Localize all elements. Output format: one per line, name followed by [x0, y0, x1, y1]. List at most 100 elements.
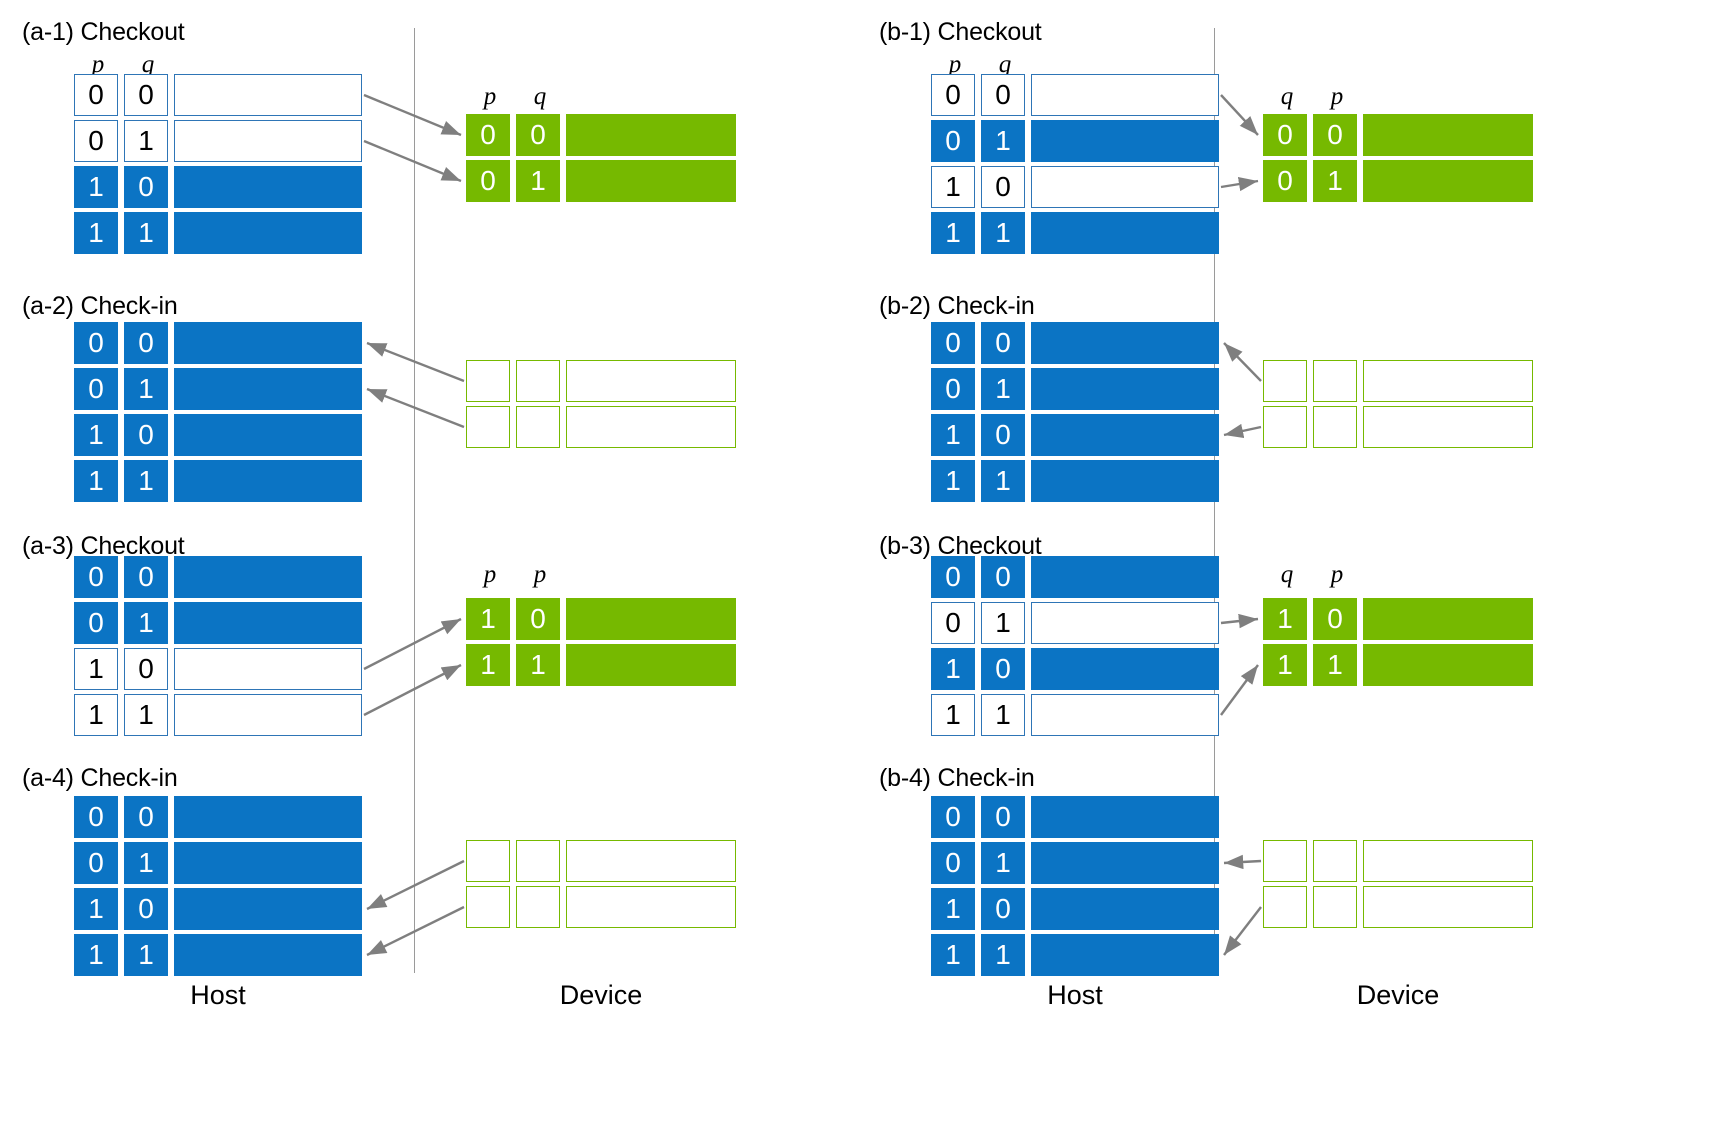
device-bit-cell: 0 [1263, 160, 1307, 202]
arrow-checkin-a-4-1 [366, 905, 465, 957]
host-bit-cell: 0 [74, 602, 118, 644]
host-column-header: q [998, 51, 1012, 78]
host-bit-cell: 0 [74, 556, 118, 598]
host-payload-cell [1031, 120, 1219, 162]
arrow-checkin-b-4-0 [1223, 854, 1262, 870]
device-payload-cell [1363, 840, 1533, 882]
host-payload-cell [1031, 368, 1219, 410]
host-bit-cell: 0 [124, 888, 168, 930]
arrow-checkin-a-2-1 [366, 387, 465, 429]
host-bit-cell: 0 [74, 322, 118, 364]
host-bit-cell: 0 [931, 796, 975, 838]
host-bit-cell: 0 [74, 368, 118, 410]
device-bit-cell: 0 [1313, 598, 1357, 640]
device-bit-cell [1263, 840, 1307, 882]
host-bit-cell: 0 [124, 166, 168, 208]
host-bit-cell: 0 [124, 74, 168, 116]
device-payload-cell [1363, 886, 1533, 928]
device-bit-cell [516, 840, 560, 882]
device-bit-cell: 1 [1313, 644, 1357, 686]
device-bit-cell: 1 [1263, 598, 1307, 640]
host-bit-cell: 1 [981, 842, 1025, 884]
device-bit-cell: 0 [1263, 114, 1307, 156]
host-label: Host [190, 980, 246, 1010]
device-payload-cell [566, 360, 736, 402]
host-bit-cell: 1 [124, 120, 168, 162]
host-bit-cell: 0 [931, 556, 975, 598]
host-bit-cell: 0 [981, 74, 1025, 116]
host-bit-cell: 1 [931, 460, 975, 502]
device-row [466, 360, 736, 402]
device-column-header: q [1280, 83, 1294, 110]
device-payload-cell [1363, 114, 1533, 156]
device-column-header: p [533, 561, 547, 588]
device-payload-cell [566, 840, 736, 882]
host-payload-cell [174, 796, 362, 838]
host-bit-cell: 0 [981, 322, 1025, 364]
device-column-header: p [1330, 561, 1344, 588]
panel-caption-b-3: (b-3) Checkout [879, 532, 1042, 560]
host-bit-cell: 0 [981, 414, 1025, 456]
device-bit-cell [516, 406, 560, 448]
host-payload-cell [174, 414, 362, 456]
device-row [1263, 360, 1533, 402]
host-bit-cell: 1 [74, 414, 118, 456]
host-payload-cell [1031, 934, 1219, 976]
host-bit-cell: 1 [981, 694, 1025, 736]
host-payload-cell [1031, 74, 1219, 116]
host-bit-cell: 1 [931, 648, 975, 690]
device-column-header: q [533, 83, 547, 110]
host-column-header: p [948, 51, 962, 78]
host-bit-cell: 0 [931, 120, 975, 162]
panel-caption-b-4: (b-4) Check-in [879, 764, 1035, 792]
device-payload-cell [1363, 598, 1533, 640]
device-bit-cell [466, 840, 510, 882]
device-row [466, 406, 736, 448]
device-bit-cell [1313, 360, 1357, 402]
device-payload-cell [566, 160, 736, 202]
host-payload-cell [1031, 602, 1219, 644]
device-bit-cell [516, 886, 560, 928]
device-bit-cell [1313, 840, 1357, 882]
host-bit-cell: 1 [74, 648, 118, 690]
host-bit-cell: 0 [981, 556, 1025, 598]
host-payload-cell [1031, 694, 1219, 736]
host-payload-cell [174, 602, 362, 644]
host-payload-cell [1031, 842, 1219, 884]
host-bit-cell: 1 [981, 120, 1025, 162]
panel-caption-b-2: (b-2) Check-in [879, 292, 1035, 320]
device-bit-cell: 1 [516, 160, 560, 202]
host-bit-cell: 0 [981, 888, 1025, 930]
device-bit-cell: 0 [466, 160, 510, 202]
host-payload-cell [174, 842, 362, 884]
host-bit-cell: 0 [981, 166, 1025, 208]
host-bit-cell: 0 [981, 648, 1025, 690]
device-bit-cell [466, 360, 510, 402]
arrow-checkin-a-4-0 [366, 859, 465, 911]
host-bit-cell: 1 [981, 602, 1025, 644]
device-bit-cell [1313, 406, 1357, 448]
host-bit-cell: 0 [931, 322, 975, 364]
device-bit-cell [1263, 406, 1307, 448]
device-payload-cell [1363, 160, 1533, 202]
arrow-checkin-b-2-0 [1223, 342, 1262, 382]
host-bit-cell: 1 [74, 888, 118, 930]
host-column-header: p [91, 51, 105, 78]
